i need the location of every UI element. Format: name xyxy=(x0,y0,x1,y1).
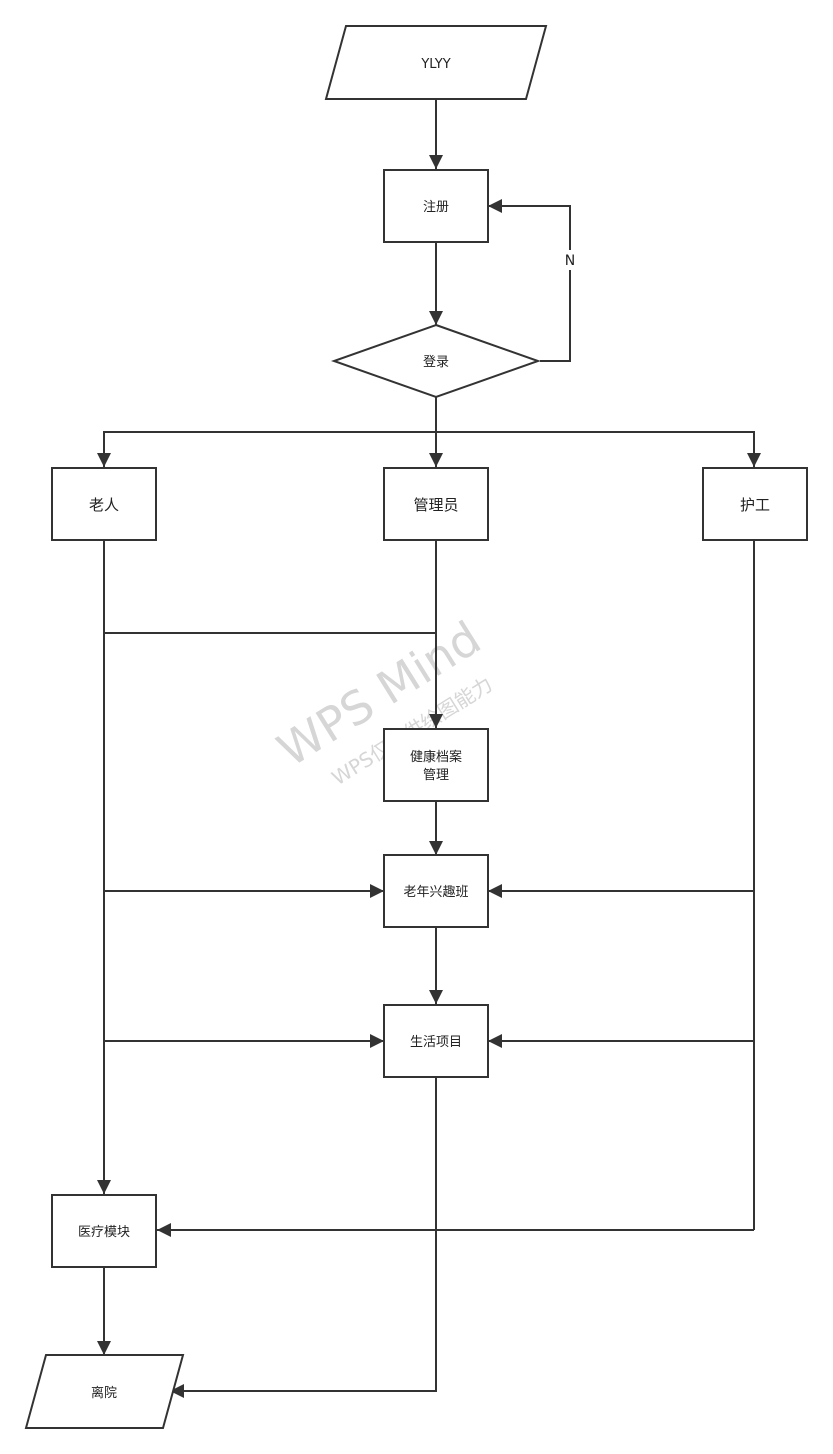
edges xyxy=(97,100,761,1398)
edge-login-roles-bus xyxy=(103,431,755,467)
node-leave-label: 离院 xyxy=(91,1385,117,1401)
node-login: 登录 xyxy=(330,323,542,399)
node-register: 注册 xyxy=(383,169,489,243)
node-nurse: 护工 xyxy=(702,467,808,541)
node-ylyy: YLYY xyxy=(324,25,548,100)
edge-login-register-retry xyxy=(488,199,571,362)
node-interest-label: 老年兴趣班 xyxy=(403,885,468,900)
node-nurse-label: 护工 xyxy=(740,496,770,514)
node-medical: 医疗模块 xyxy=(51,1194,157,1268)
node-elderly-label: 老人 xyxy=(89,496,119,514)
node-health-label-line1: 健康档案 xyxy=(410,749,462,765)
edge-label-bg xyxy=(561,250,579,270)
edge-label-n: N xyxy=(565,253,575,269)
node-health-records: 健康档案 管理 xyxy=(383,728,489,802)
node-ylyy-label: YLYY xyxy=(420,57,450,72)
node-life-label: 生活项目 xyxy=(410,1035,462,1050)
node-medical-label: 医疗模块 xyxy=(78,1225,130,1240)
node-admin: 管理员 xyxy=(383,467,489,541)
node-life-projects: 生活项目 xyxy=(383,1004,489,1078)
node-health-label-line2: 管理 xyxy=(423,768,449,783)
node-interest-class: 老年兴趣班 xyxy=(383,854,489,928)
node-elderly: 老人 xyxy=(51,467,157,541)
node-admin-label: 管理员 xyxy=(413,496,458,514)
node-register-label: 注册 xyxy=(423,200,449,215)
edge-life-leave xyxy=(170,1077,437,1398)
node-leave: 离院 xyxy=(24,1354,185,1429)
node-login-label: 登录 xyxy=(423,355,449,370)
